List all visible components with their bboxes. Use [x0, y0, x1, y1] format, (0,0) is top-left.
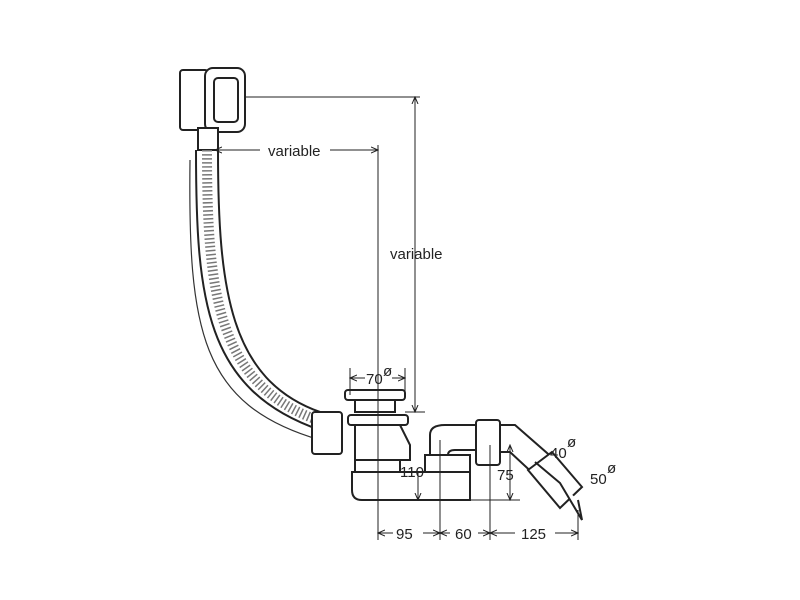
drain-diameter-label: 70	[366, 371, 383, 388]
outlet-inner-diameter-symbol: ø	[567, 434, 576, 451]
dimension-lines	[215, 97, 578, 540]
overflow-head	[179, 67, 246, 151]
horizontal-variable-label: variable	[268, 143, 321, 160]
dimension-60-label: 60	[455, 526, 472, 543]
outlet-outer-diameter-symbol: ø	[607, 460, 616, 477]
flexible-hose	[189, 149, 322, 441]
drain-diameter-symbol: ø	[383, 363, 392, 380]
outlet-outer-diameter-label: 50	[590, 471, 607, 488]
outlet-inner-diameter-label: 40	[550, 445, 567, 462]
dimension-95-label: 95	[396, 526, 413, 543]
outlet-height-label: 75	[497, 467, 514, 484]
dimension-125-label: 125	[521, 526, 546, 543]
drain-body	[311, 389, 584, 521]
trap-height-label: 110	[400, 464, 424, 481]
vertical-variable-label: variable	[390, 246, 443, 263]
